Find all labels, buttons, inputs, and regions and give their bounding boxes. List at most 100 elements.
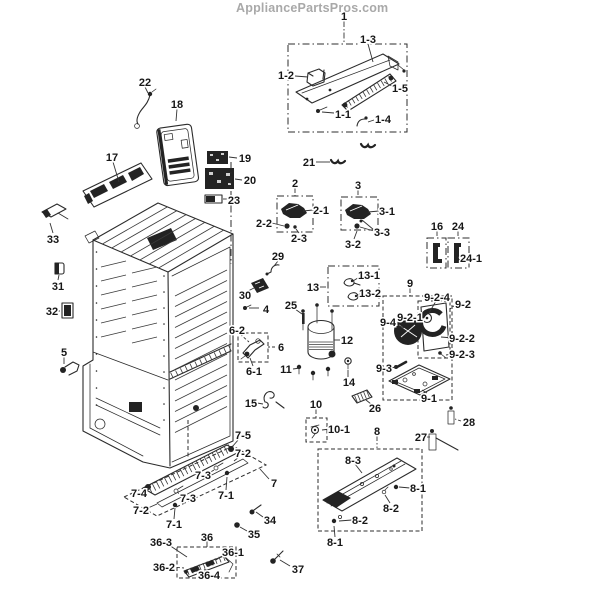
leader-line-8-1-a [398, 486, 411, 489]
part-label-21: 21 [303, 157, 315, 169]
leader-line-25 [294, 308, 303, 315]
assembly-1-drawing [287, 43, 408, 133]
part-label-33: 33 [47, 234, 59, 246]
part-label-2: 2 [292, 178, 298, 190]
part-23-drawing [204, 194, 223, 204]
assembly-10-drawing [305, 417, 328, 443]
part-label-12: 12 [341, 335, 353, 347]
part-26-drawing [351, 389, 373, 404]
part-24-drawing [447, 237, 470, 269]
leader-line-7-3-a [208, 469, 215, 474]
part-label-13-2: 13-2 [359, 288, 381, 300]
leader-line-30 [247, 287, 255, 292]
part-label-7-5: 7-5 [235, 430, 251, 442]
leader-line-10-1 [321, 428, 331, 431]
leader-line-9-3 [389, 366, 397, 369]
leader-line-9-2 [449, 304, 456, 310]
assembly-9-drawing [382, 295, 453, 401]
leader-line-26 [365, 399, 372, 405]
leader-line-7 [259, 468, 270, 480]
leader-line-3-3 [361, 219, 375, 231]
part-label-26: 26 [369, 403, 381, 415]
part-label-36-3: 36-3 [150, 537, 172, 549]
part-label-5: 5 [61, 347, 67, 359]
leader-line-9-2-1 [418, 317, 425, 323]
clip-31-drawing [54, 262, 65, 275]
leader-line-7-5 [231, 438, 240, 448]
leader-line-33 [49, 222, 54, 234]
leader-line-7-2-b [147, 503, 158, 509]
wire-15-drawing [262, 391, 285, 409]
part-label-11: 11 [280, 364, 292, 376]
leader-line-11 [292, 367, 301, 370]
part-label-10-1: 10-1 [328, 424, 350, 436]
part-label-10: 10 [310, 399, 322, 411]
leader-line-9-2-4 [428, 300, 437, 314]
leader-line-8-2-a [384, 494, 391, 504]
leader-line-36-3 [168, 544, 188, 558]
part-label-9: 9 [407, 278, 413, 290]
part-16-drawing [426, 237, 447, 269]
leader-line-1-5 [383, 81, 393, 87]
leader-line-7-3-b [177, 492, 184, 496]
leader-line-31 [57, 274, 60, 281]
part-label-1: 1 [341, 11, 347, 23]
part-label-7-2-a: 7-2 [235, 448, 251, 460]
part-label-9-2-3: 9-2-3 [449, 349, 475, 361]
assembly-8-drawing [317, 448, 423, 532]
part-label-9-2-1: 9-2-1 [397, 312, 423, 324]
watermark: AppliancePartsPros.com [236, 1, 389, 15]
part-label-7-4: 7-4 [131, 488, 148, 500]
part-label-6-2: 6-2 [229, 325, 245, 337]
part-label-13-1: 13-1 [358, 270, 380, 282]
compressor-12-drawing [296, 303, 336, 381]
leader-line-36-1 [215, 553, 226, 561]
leader-line-17 [112, 161, 120, 183]
pcb-20-drawing [205, 168, 234, 189]
part-label-30: 30 [239, 290, 251, 302]
pcb-19-drawing [207, 151, 228, 164]
leader-line-18 [175, 108, 178, 122]
nut-35-drawing [234, 522, 240, 528]
assembly-6-drawing [237, 332, 269, 363]
part-label-8-2-b: 8-2 [352, 515, 368, 527]
assembly-7-drawing [122, 444, 268, 517]
part-label-36-1: 36-1 [222, 547, 244, 559]
part-label-25: 25 [285, 300, 297, 312]
part-label-29: 29 [272, 251, 284, 263]
leader-line-9-4 [393, 322, 405, 329]
leader-line-3-3 [359, 226, 375, 232]
part-label-19: 19 [239, 153, 251, 165]
part-label-24-1: 24-1 [460, 253, 482, 265]
leader-line-6-1 [249, 357, 254, 367]
part-label-36: 36 [201, 532, 213, 544]
part-label-35: 35 [248, 529, 260, 541]
part-label-1-1: 1-1 [335, 109, 351, 121]
leader-line-2-2 [271, 222, 285, 227]
part-label-22: 22 [139, 77, 151, 89]
pin-28-drawing [447, 406, 455, 425]
part-label-27: 27 [415, 432, 427, 444]
part-label-1-5: 1-5 [392, 83, 408, 95]
part-label-1-3: 1-3 [360, 34, 376, 46]
part-label-32: 32 [46, 306, 58, 318]
part-32-drawing [61, 302, 74, 319]
part-label-8-2-a: 8-2 [383, 503, 399, 515]
part-label-20: 20 [244, 175, 256, 187]
part-label-13: 13 [307, 282, 319, 294]
leader-line-13-1 [352, 275, 362, 282]
part-label-8: 8 [374, 426, 380, 438]
leader-line-3-1 [367, 210, 380, 213]
leader-line-29 [273, 260, 279, 267]
part-label-7-3-a: 7-3 [195, 470, 211, 482]
part-30-drawing [251, 278, 269, 293]
assembly-13-drawing [327, 265, 380, 307]
assembly-2-drawing [276, 195, 314, 233]
leader-line-1-4 [367, 119, 375, 123]
leader-line-7-1-b [173, 507, 176, 520]
leader-line-7-2-a [233, 456, 240, 462]
part-label-7-2-b: 7-2 [133, 505, 149, 517]
leader-line-8-3 [354, 463, 363, 474]
